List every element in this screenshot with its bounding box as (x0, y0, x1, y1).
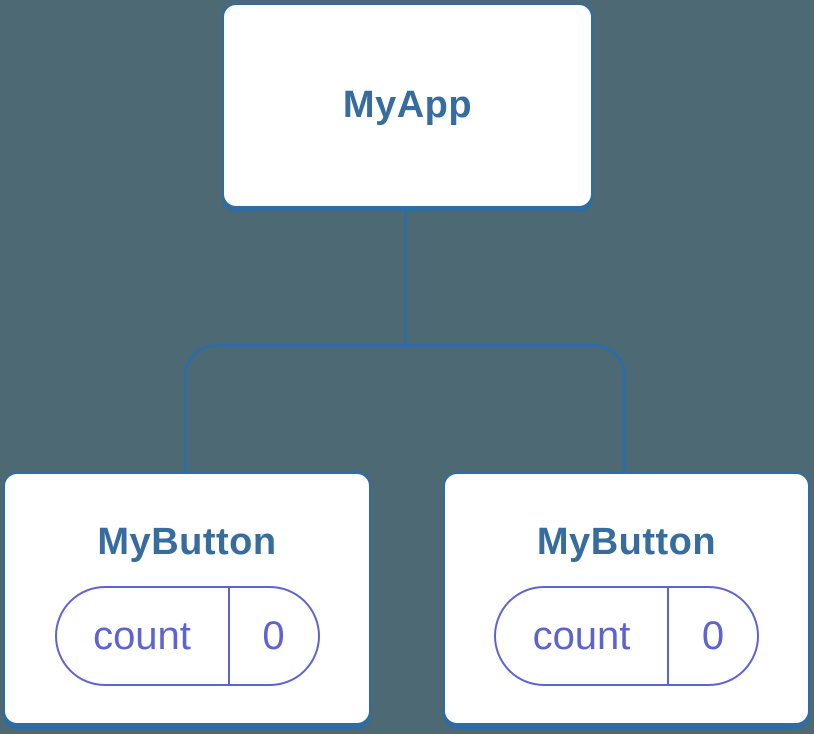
tree-node-mybutton-right: MyButton count 0 (443, 472, 810, 725)
state-pill: count 0 (494, 586, 759, 686)
state-key: count (93, 613, 191, 658)
node-label: MyButton (97, 521, 277, 563)
state-pill: count 0 (54, 586, 320, 686)
tree-node-myapp: MyApp (222, 3, 593, 208)
state-value: 0 (227, 588, 318, 684)
node-label: MyButton (536, 521, 717, 563)
node-label: MyApp (342, 84, 473, 126)
edge-branch-connector (184, 344, 626, 472)
tree-node-mybutton-left: MyButton count 0 (3, 472, 371, 725)
state-key: count (532, 613, 631, 658)
state-value: 0 (667, 588, 757, 684)
edge-root-to-branch (404, 212, 407, 345)
